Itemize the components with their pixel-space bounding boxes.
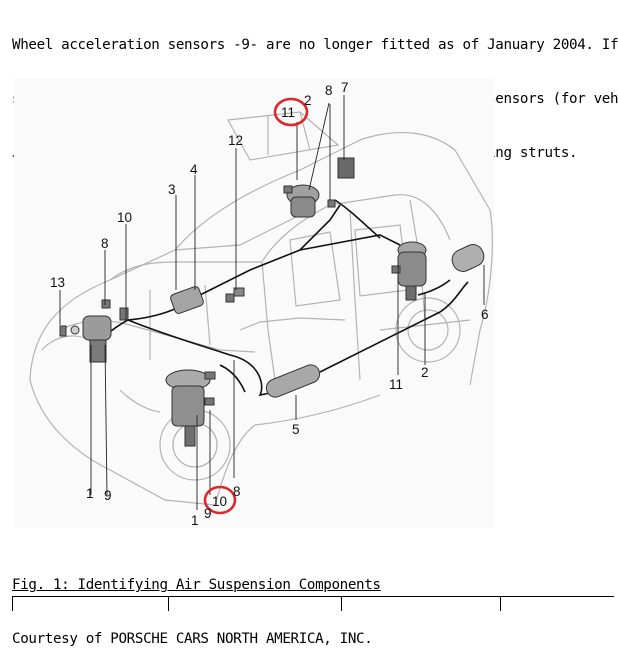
rear-strut-right — [391, 241, 427, 301]
callout-6: 6 — [481, 307, 489, 322]
front-strut-left — [70, 299, 112, 363]
intro-line-1: Wheel acceleration sensors -9- are no lo… — [12, 37, 618, 53]
highlight-circle-11 — [273, 97, 309, 127]
callout-4: 4 — [190, 162, 198, 177]
callout-1-bottom: 1 — [86, 486, 94, 501]
highlight-circle-10 — [203, 485, 237, 515]
rear-strut-top — [283, 157, 355, 218]
table-cell-2 — [168, 597, 342, 611]
callout-1-lower: 1 — [191, 513, 199, 528]
callout-7: 7 — [341, 80, 349, 95]
callout-9-left: 9 — [104, 488, 112, 503]
callout-11-right: 11 — [389, 377, 403, 392]
vehicle-outline — [29, 111, 493, 506]
reservoir-6 — [451, 244, 485, 272]
callout-8-left: 8 — [101, 236, 109, 251]
table-cell-1 — [13, 597, 169, 611]
reservoir-5 — [265, 364, 321, 398]
callout-11-circled: 11 — [281, 105, 295, 120]
air-suspension-figure — [14, 78, 494, 528]
callout-2-right: 2 — [421, 365, 429, 380]
callout-3: 3 — [168, 182, 176, 197]
callout-12: 12 — [228, 133, 243, 148]
callout-5: 5 — [292, 422, 300, 437]
callout-10-left: 10 — [117, 210, 132, 225]
callout-8-top: 8 — [325, 83, 333, 98]
callout-2-top: 2 — [304, 93, 312, 108]
callout-8-bottom: 8 — [233, 484, 241, 499]
figure-title: Fig. 1: Identifying Air Suspension Compo… — [12, 577, 381, 593]
components — [59, 157, 485, 447]
leader-lines — [59, 95, 485, 510]
valve-block — [170, 286, 245, 314]
callout-10-circled: 10 — [212, 494, 227, 509]
table-cell-3 — [341, 597, 501, 611]
callout-13: 13 — [50, 275, 65, 290]
front-strut-right — [165, 369, 216, 447]
callout-numbers: 1 9 1 9 10 8 5 11 2 6 13 8 10 3 4 12 11 … — [50, 80, 489, 528]
air-suspension-diagram: 1 9 1 9 10 8 5 11 2 6 13 8 10 3 4 12 11 … — [29, 80, 493, 528]
table-header-strip — [12, 596, 614, 611]
callout-9-bottom: 9 — [204, 506, 212, 521]
figure-caption: Fig. 1: Identifying Air Suspension Compo… — [12, 540, 381, 666]
figure-credit: Courtesy of PORSCHE CARS NORTH AMERICA, … — [12, 631, 373, 647]
